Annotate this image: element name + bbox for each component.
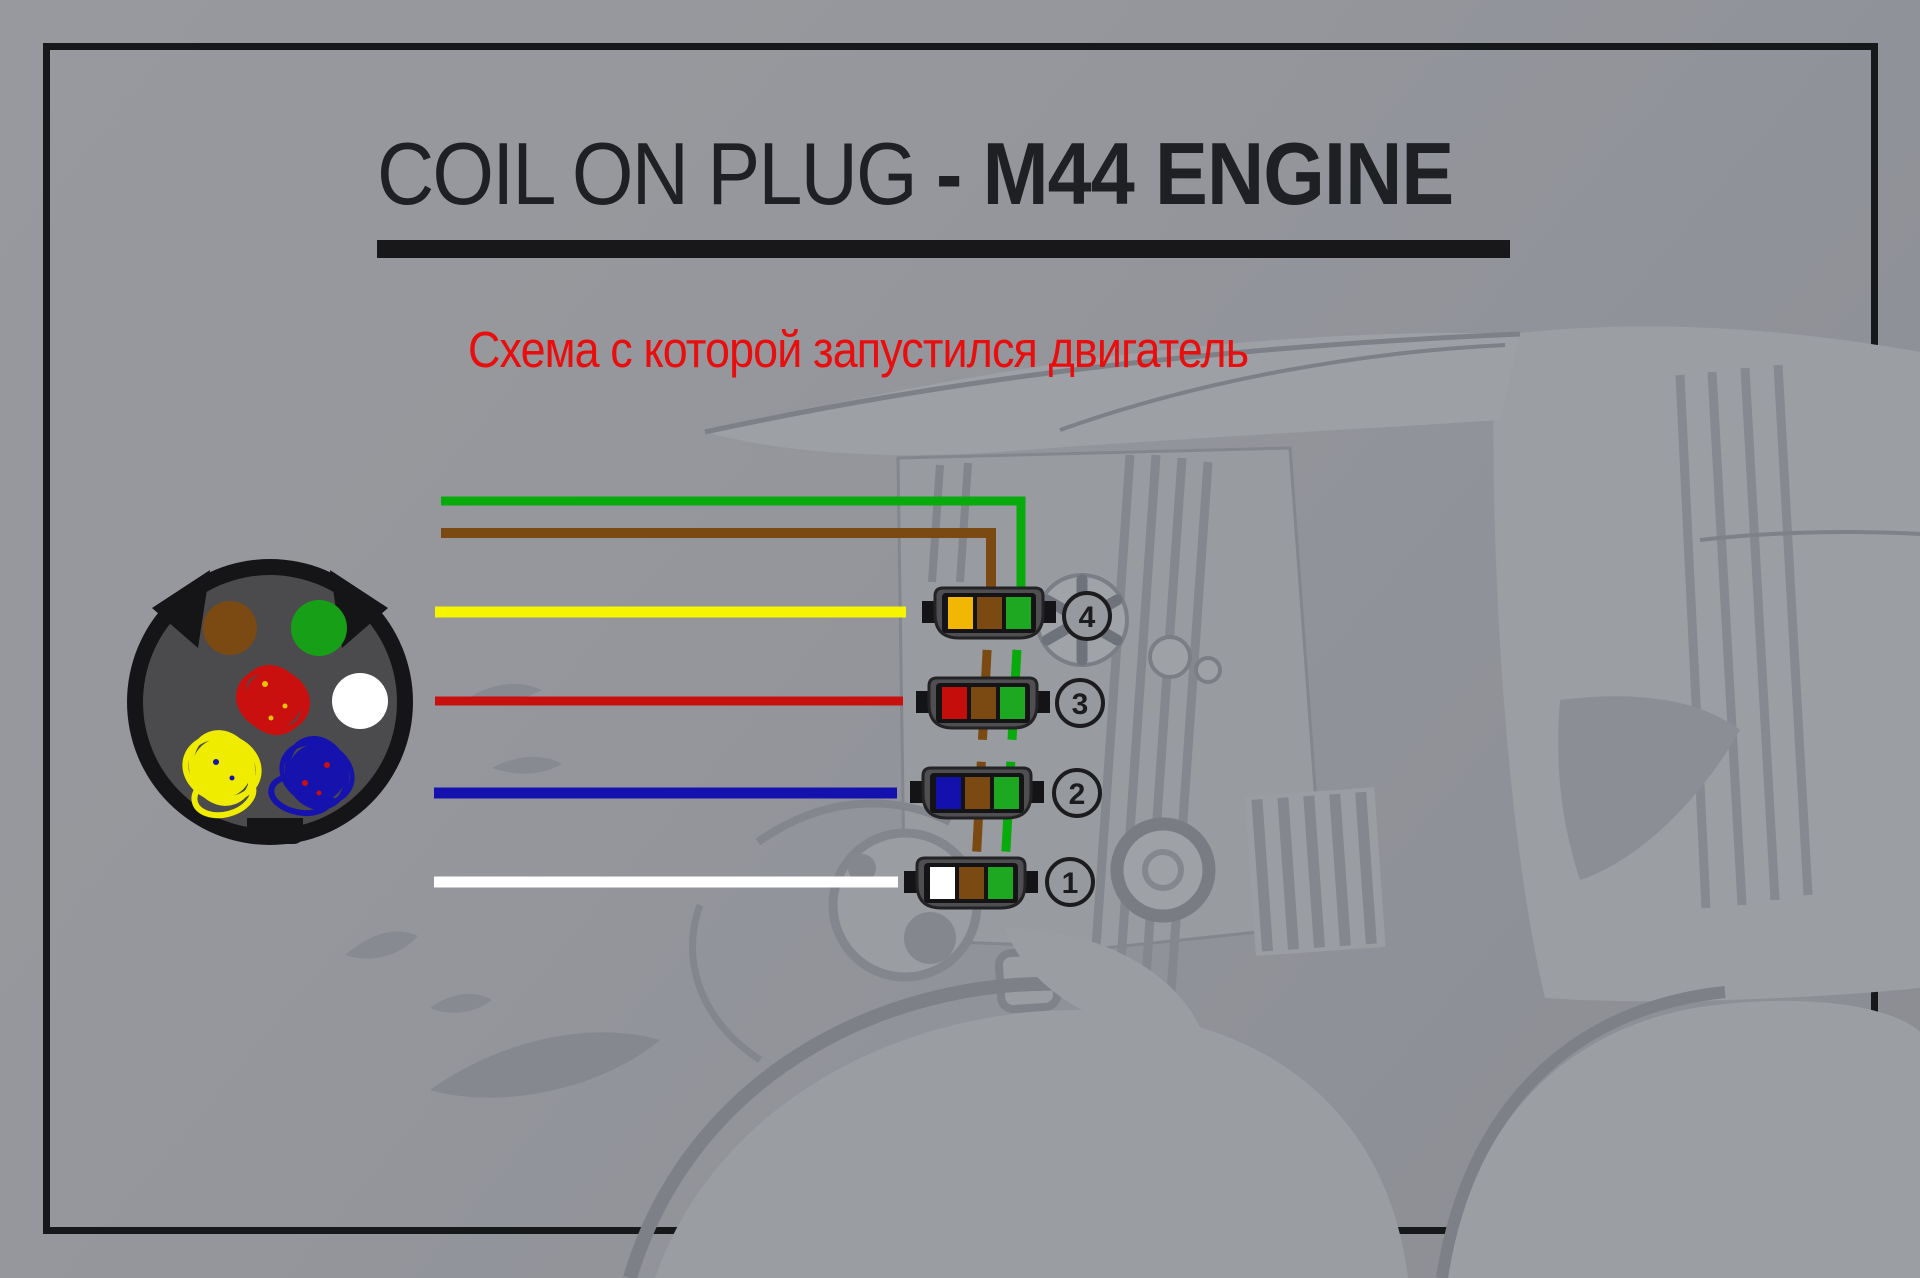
- cylinder-1-number: 1: [1062, 867, 1079, 900]
- coil-connector-2: [910, 766, 1044, 820]
- ribbed-cylinder: [1244, 787, 1386, 956]
- round-plug-connector: [127, 559, 413, 845]
- bolt-ring: [1110, 817, 1216, 923]
- coil3-cell-green: [1000, 687, 1025, 719]
- green-pin: [291, 600, 347, 656]
- coil-connector-3: [916, 676, 1050, 730]
- coil-connector-4: [922, 586, 1056, 640]
- plug-key-tab: [247, 818, 303, 844]
- subtitle-red-text: Схема с которой запустился двигатель: [468, 321, 1249, 378]
- title-bold: - M44 ENGINE: [935, 124, 1454, 223]
- coil4-cell-brown: [977, 597, 1002, 629]
- cylinder-3-number: 3: [1072, 688, 1089, 721]
- cylinder-number-badges: 4 3 2 1: [1045, 591, 1112, 907]
- coil1-cell-white: [930, 867, 955, 899]
- coil2-cell-brown: [965, 777, 990, 809]
- page-title: COIL ON PLUG - M44 ENGINE: [377, 124, 1454, 223]
- blue-pin-scribble: [268, 736, 355, 817]
- yellow-pin-scribble: [182, 730, 262, 819]
- cylinder-4-badge: [1062, 591, 1112, 641]
- title-regular: COIL ON PLUG: [377, 124, 936, 223]
- wires: [434, 496, 1026, 905]
- cylinder-3-badge: [1055, 678, 1105, 728]
- cylinder-2-badge: [1052, 768, 1102, 818]
- coil1-cell-green: [988, 867, 1013, 899]
- plug-notch-left: [152, 570, 210, 648]
- coil-connector-1: [904, 856, 1038, 910]
- engine-watermark-illustration: [345, 326, 1920, 1278]
- red-pin-scribble: [236, 665, 310, 735]
- coil4-cell-green: [1006, 597, 1031, 629]
- title-underline: [377, 240, 1510, 258]
- coil2-cell-blue: [936, 777, 961, 809]
- brown-pin: [203, 601, 257, 655]
- cylinder-1-badge: [1045, 857, 1095, 907]
- green-wire: [441, 496, 1026, 590]
- cylinder-2-number: 2: [1069, 778, 1086, 811]
- cylinder-4-number: 4: [1079, 601, 1096, 634]
- coil3-cell-red: [942, 687, 967, 719]
- brown-wire: [441, 528, 996, 590]
- coil4-cell-yellow: [948, 597, 973, 629]
- coil1-cell-brown: [959, 867, 984, 899]
- white-pin: [332, 673, 388, 729]
- coil3-cell-brown: [971, 687, 996, 719]
- coil2-cell-green: [994, 777, 1019, 809]
